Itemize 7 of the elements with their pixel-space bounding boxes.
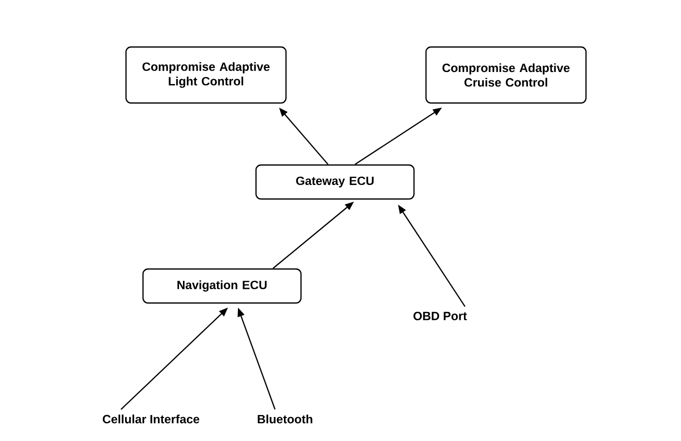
node-label: OBD Port xyxy=(413,312,467,320)
node-label: Cellular Interface xyxy=(102,414,200,424)
node-label: Bluetooth xyxy=(258,414,312,424)
process-box: Compromise Adaptive Light Control xyxy=(125,46,287,104)
process-box: Gateway ECU xyxy=(255,164,415,200)
process-box: Navigation ECU xyxy=(142,268,302,304)
process-box: Compromise Adaptive Cruise Control xyxy=(425,46,587,104)
